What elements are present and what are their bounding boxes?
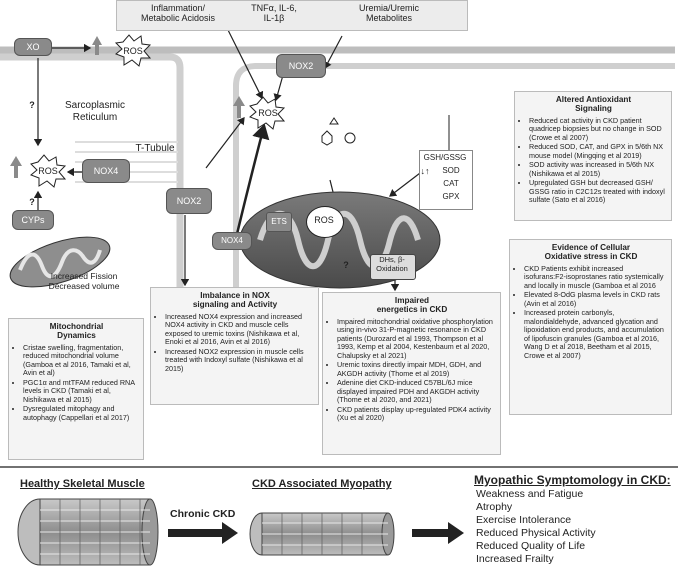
nox-box: Imbalance in NOX signaling and Activity … (150, 287, 319, 405)
sarcoplasmic-label: Sarcoplasmic Reticulum (64, 100, 126, 123)
gsh-panel (419, 150, 473, 210)
symptom-item: Exercise Intolerance (476, 514, 572, 526)
oxidative-list: CKD Patients exhibit increased isofurans… (515, 264, 667, 360)
nox2-pill-mid: NOX2 (166, 188, 212, 214)
symptom-title: Myopathic Symptomology in CKD: (474, 473, 671, 487)
energetics-box: Impaired energetics in CKD Impaired mito… (322, 292, 501, 455)
nox-title: Imbalance in NOX signaling and Activity (192, 291, 278, 310)
healthy-muscle-illustration (17, 498, 159, 566)
list-item: Dysregulated mitophagy and autophagy (Ca… (23, 404, 139, 422)
list-item: CKD patients display up-regulated PDK4 a… (337, 405, 496, 423)
antioxidant-title: Altered Antioxidant Signaling (555, 95, 632, 114)
ckd-myopathy-title: CKD Associated Myopathy (252, 478, 392, 490)
dhs-box (370, 254, 416, 280)
chronic-ckd-label: Chronic CKD (170, 508, 236, 520)
antioxidant-box: Altered Antioxidant Signaling Reduced ca… (514, 91, 672, 221)
list-item: Cristae swelling, fragmentation, reduced… (23, 343, 139, 378)
list-item: Uremic toxins directly impair MDH, GDH, … (337, 361, 496, 378)
symptom-item: Reduced Quality of Life (476, 540, 586, 552)
symptom-item: Increased Frailty (476, 553, 554, 565)
symptom-item: Weakness and Fatigue (476, 488, 584, 500)
ros-burst-left (30, 154, 67, 188)
list-item: Reduced SOD, CAT, and GPX in 5/6th NX mo… (529, 143, 667, 160)
list-item: Increased NOX4 expression and increased … (165, 312, 314, 347)
nox4-pill-mito: NOX4 (212, 232, 252, 250)
nox4-pill-left: NOX4 (82, 159, 130, 183)
question-2: ? (29, 197, 35, 207)
healthy-muscle-title: Healthy Skeletal Muscle (20, 478, 145, 490)
mito-dynamics-title: Mitochondrial Dynamics (49, 322, 104, 341)
top-bar (116, 0, 468, 31)
symptom-list: Weakness and Fatigue Atrophy Exercise In… (476, 488, 596, 566)
list-item: SOD activity was increased in 5/6th NX (… (529, 161, 667, 178)
t-tubule-label: T-Tubule (135, 143, 175, 154)
list-item: Reduced cat activity in CKD patient quad… (529, 116, 667, 142)
ros-label-left: ROS (38, 166, 58, 176)
question-3: ? (343, 260, 349, 270)
mito-dynamics-box: Mitochondrial Dynamics Cristae swelling,… (8, 318, 144, 460)
list-item: Upregulated GSH but decreased GSH/ GSSG … (529, 178, 667, 204)
cat-label: CAT (443, 179, 459, 188)
list-item: Elevated 8-OdG plasma levels in CKD rats… (524, 291, 667, 308)
dhs-label: DHs, β- Oxidation (376, 255, 408, 273)
list-item: CKD Patients exhibit increased isofurans… (524, 264, 667, 290)
oxidative-box: Evidence of Cellular Oxidative stress in… (509, 239, 672, 415)
ros-bubble-mito (306, 206, 344, 238)
cytokines-label: TNFα, IL-6, IL-1β (251, 3, 297, 24)
nox2-pill-top: NOX2 (276, 54, 326, 78)
list-item: Increased protein carbonyls, malondialde… (524, 309, 667, 360)
ets-pill: ETS (266, 212, 292, 232)
symptom-item: Reduced Physical Activity (476, 527, 596, 539)
mito-dynamics-list: Cristae swelling, fragmentation, reduced… (14, 343, 139, 422)
uremia-label: Uremia/Uremic Metabolites (358, 3, 419, 24)
sod-label: SOD (442, 166, 460, 175)
ros-burst-xo (114, 34, 152, 67)
ros-label-mito: ROS (314, 215, 334, 225)
list-item: Increased NOX2 expression in muscle cell… (165, 347, 314, 373)
up-down-icon: ↓↑ (420, 166, 430, 176)
antioxidant-list: Reduced cat activity in CKD patient quad… (520, 116, 667, 205)
gsh-label: GSH/GSSG (423, 153, 467, 162)
list-item: Impaired mitochondrial oxidative phospho… (337, 317, 496, 360)
ckd-muscle-illustration (249, 512, 395, 556)
cyps-pill: CYPs (12, 210, 54, 230)
mito-change-label: Increased Fission Decreased volume (48, 271, 120, 291)
list-item: PGC1α and mtTFAM reduced RNA levels in C… (23, 378, 139, 404)
question-1: ? (29, 100, 35, 110)
nox-list: Increased NOX4 expression and increased … (156, 312, 314, 373)
xo-pill: XO (14, 38, 52, 56)
symptom-item: Atrophy (476, 501, 513, 513)
list-item: Adenine diet CKD-induced C57BL/6J mice d… (337, 378, 496, 404)
energetics-title: Impaired energetics in CKD (376, 296, 448, 315)
ros-label-xo: ROS (123, 46, 143, 56)
inflammation-label: Inflammation/ Metabolic Acidosis (140, 3, 216, 24)
ros-burst-center (249, 96, 286, 130)
oxidative-title: Evidence of Cellular Oxidative stress in… (544, 243, 638, 262)
ros-label-center: ROS (258, 108, 278, 118)
gpx-label: GPX (442, 192, 460, 201)
energetics-list: Impaired mitochondrial oxidative phospho… (328, 317, 496, 423)
